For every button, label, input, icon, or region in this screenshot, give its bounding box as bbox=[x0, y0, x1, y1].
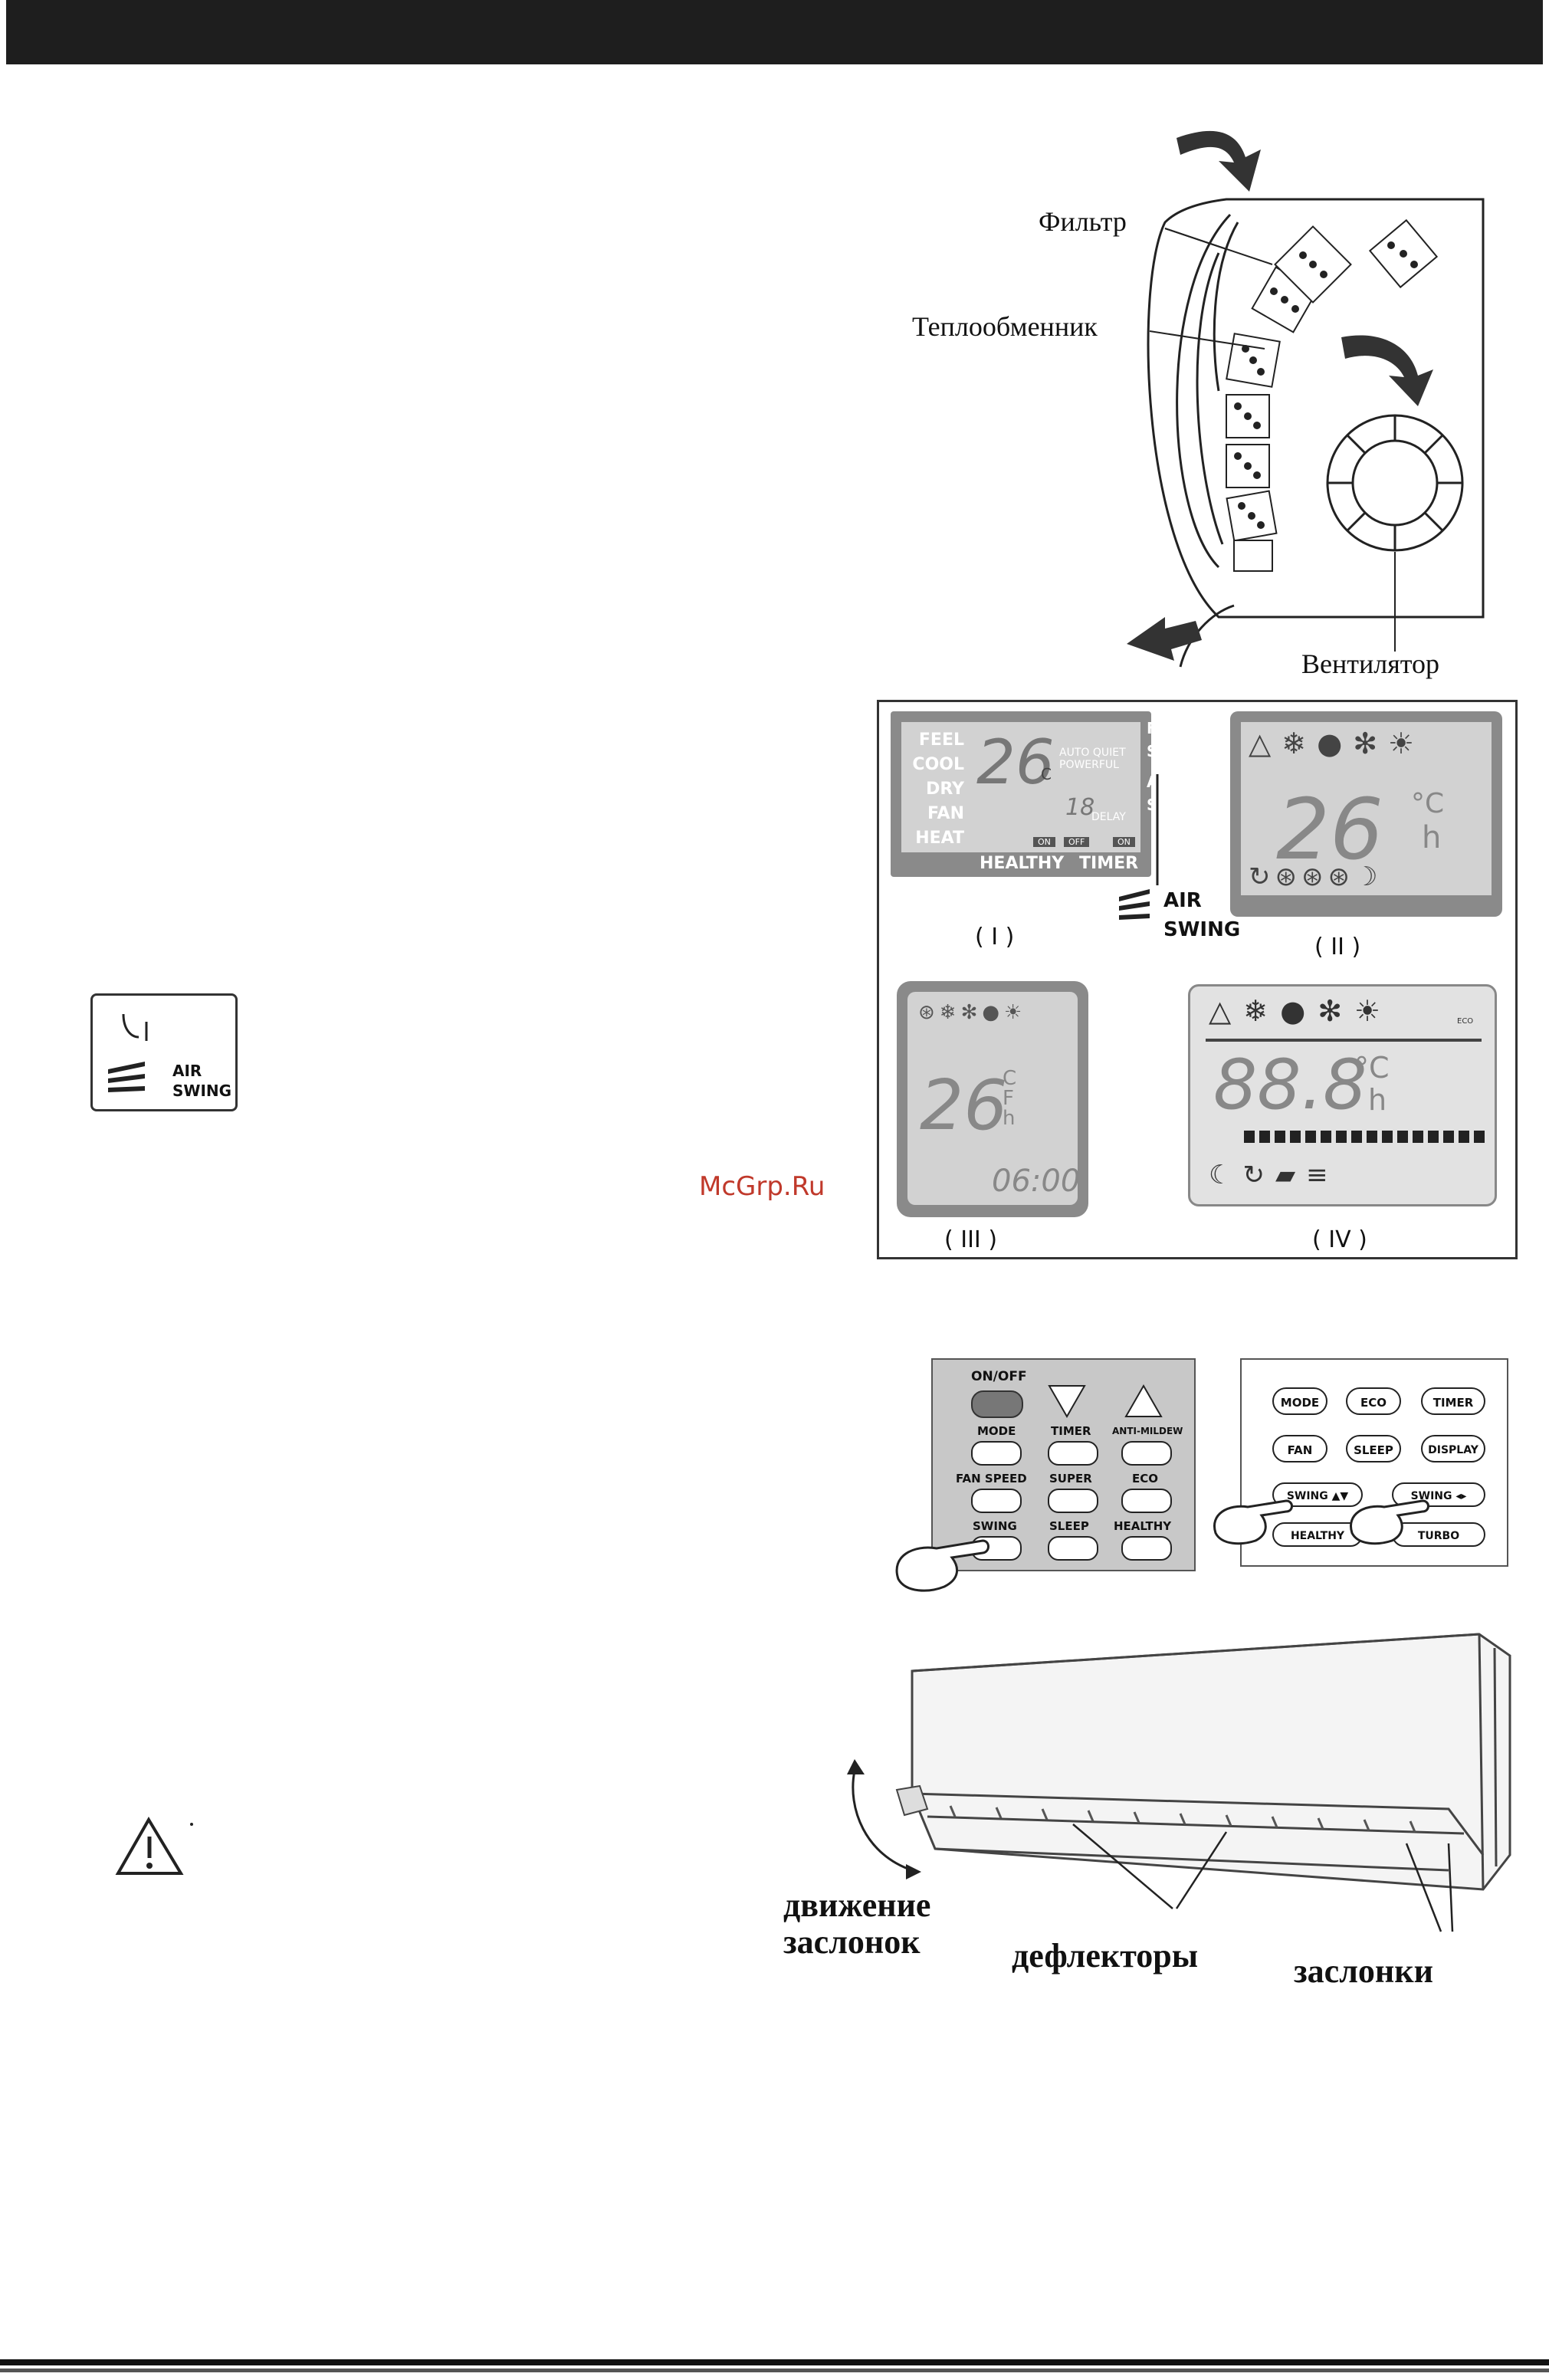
temp-d1: 26 bbox=[976, 727, 1055, 798]
r2-swing-horizontal[interactable]: SWING ◂▸ bbox=[1392, 1482, 1485, 1507]
r2-sleep[interactable]: SLEEP bbox=[1346, 1435, 1401, 1462]
legend-air: AIR bbox=[172, 1062, 202, 1080]
mode-dry: DRY bbox=[926, 780, 964, 799]
r2-mode[interactable]: MODE bbox=[1272, 1387, 1327, 1415]
remote-2: MODE ECO TIMER FAN SLEEP DISPLAY SWING ▲… bbox=[1240, 1358, 1508, 1567]
air-swing-icon bbox=[108, 1062, 145, 1092]
mode-cool: COOL bbox=[912, 755, 964, 774]
panel-label-4: ( IV ) bbox=[1312, 1226, 1367, 1253]
fan-speed-1: FAN bbox=[1147, 719, 1180, 737]
legend-swing: SWING bbox=[172, 1082, 232, 1100]
powerful: POWERFUL bbox=[1059, 759, 1119, 771]
btn-mode[interactable] bbox=[971, 1441, 1022, 1466]
eco-d4: ECO bbox=[1457, 1017, 1474, 1026]
arrow-buttons-icon[interactable] bbox=[1046, 1383, 1163, 1421]
btn-fanspeed[interactable] bbox=[971, 1489, 1022, 1513]
fan-speed-2: SPEED bbox=[1147, 742, 1203, 760]
air-swing-callout-2: SWING bbox=[1163, 918, 1241, 941]
warning-icon bbox=[115, 1817, 193, 1875]
deflectors-label: дефлекторы bbox=[1012, 1937, 1199, 1975]
celsius-d2: °C bbox=[1411, 788, 1445, 819]
header-bar bbox=[6, 0, 1543, 64]
btn-sleep-label: SLEEP bbox=[1049, 1519, 1089, 1533]
temp-d4: 88.8 bbox=[1213, 1045, 1367, 1125]
btn-eco[interactable] bbox=[1121, 1489, 1172, 1513]
off-badge: OFF bbox=[1064, 837, 1090, 847]
pointing-hand-icon-3 bbox=[1350, 1499, 1429, 1545]
btn-eco-label: ECO bbox=[1132, 1472, 1159, 1485]
louvers-label: заслонки bbox=[1294, 1952, 1433, 1990]
r2-timer[interactable]: TIMER bbox=[1421, 1387, 1485, 1415]
mode-feel: FEEL bbox=[918, 730, 964, 750]
btn-super-label: SUPER bbox=[1049, 1472, 1092, 1485]
watermark: McGrp.Ru bbox=[699, 1171, 825, 1202]
movement-label-2: заслонок bbox=[783, 1923, 921, 1961]
footer-line bbox=[0, 2359, 1549, 2365]
movement-label-1: движение bbox=[783, 1886, 931, 1924]
mode-fan: FAN bbox=[927, 804, 964, 823]
displays-frame bbox=[877, 700, 1518, 1259]
on-badge: ON bbox=[1033, 837, 1055, 847]
btn-super[interactable] bbox=[1048, 1489, 1098, 1513]
air-swing-1: AIR bbox=[1147, 773, 1177, 791]
h-d3: h bbox=[1003, 1107, 1016, 1130]
fan-label: Вентилятор bbox=[1301, 648, 1440, 679]
timer-value: 18 bbox=[1065, 794, 1095, 821]
btn-antimildew-label: ANTI-MILDEW bbox=[1112, 1426, 1183, 1436]
indoor-unit-drawing bbox=[847, 1633, 1511, 1932]
delay: DELAY bbox=[1091, 811, 1126, 823]
mode-heat: HEAT bbox=[915, 829, 964, 848]
r2-display[interactable]: DISPLAY bbox=[1421, 1435, 1485, 1462]
auto-quiet: AUTO QUIET bbox=[1059, 747, 1126, 759]
heat-exchanger-label: Теплообменник bbox=[912, 311, 1098, 342]
time-d3: 06:00 bbox=[992, 1164, 1081, 1199]
display-2: △❄●✻☀ 26 °C h ↻⊛⊛⊛☽ bbox=[1230, 711, 1502, 917]
btn-healthy-label: HEALTHY bbox=[1114, 1519, 1172, 1533]
pointing-hand-icon bbox=[895, 1539, 989, 1592]
panel-label-3: ( III ) bbox=[944, 1226, 998, 1253]
pointing-hand-icon-2 bbox=[1213, 1499, 1293, 1545]
btn-fanspeed-label: FAN SPEED bbox=[956, 1472, 1027, 1485]
btn-mode-label: MODE bbox=[977, 1424, 1016, 1438]
unit-d1: C bbox=[1041, 765, 1052, 783]
air-swing-legend: AIR SWING bbox=[90, 993, 238, 1111]
footer-line-2 bbox=[0, 2369, 1549, 2372]
btn-healthy[interactable] bbox=[1121, 1536, 1172, 1561]
r2-fan[interactable]: FAN bbox=[1272, 1435, 1327, 1462]
healthy-label: HEALTHY bbox=[980, 854, 1065, 873]
display-4: △❄●✻☀ ECO 88.8 °C h ☾↻▰≡ bbox=[1188, 984, 1497, 1206]
display-1: FEEL COOL DRY FAN HEAT 26 C AUTO QUIET P… bbox=[891, 711, 1206, 877]
c-d3: C bbox=[1003, 1067, 1017, 1090]
onoff-button[interactable] bbox=[971, 1390, 1023, 1418]
filter-label: Фильтр bbox=[1039, 206, 1127, 237]
temp-d2: 26 bbox=[1276, 780, 1383, 878]
on-badge-2: ON bbox=[1113, 837, 1135, 847]
temp-d3: 26 bbox=[920, 1065, 1008, 1146]
remote-1: ON/OFF MODE TIMER ANTI-MILDEW FAN SPEED … bbox=[931, 1358, 1196, 1571]
air-swing-callout-icon bbox=[1119, 774, 1159, 920]
btn-antimildew[interactable] bbox=[1121, 1441, 1172, 1466]
panel-label-2: ( II ) bbox=[1314, 934, 1361, 960]
r2-eco[interactable]: ECO bbox=[1346, 1387, 1401, 1415]
timer-label: TIMER bbox=[1079, 854, 1139, 873]
display-3: ⊛❄✻●☀ 26 C F h 06:00 bbox=[897, 981, 1088, 1217]
h-d4: h bbox=[1368, 1083, 1387, 1117]
onoff-label: ON/OFF bbox=[971, 1369, 1027, 1384]
swing-symbol-icon bbox=[122, 1013, 148, 1041]
air-swing-callout-1: AIR bbox=[1163, 889, 1202, 912]
h-d2: h bbox=[1422, 820, 1442, 855]
btn-sleep[interactable] bbox=[1048, 1536, 1098, 1561]
celsius-d4: °C bbox=[1354, 1051, 1390, 1085]
btn-timer-label: TIMER bbox=[1051, 1424, 1091, 1438]
panel-label-1: ( I ) bbox=[975, 924, 1015, 950]
r2-swing-vertical[interactable]: SWING ▲▼ bbox=[1272, 1482, 1363, 1507]
btn-swing-label: SWING bbox=[973, 1519, 1017, 1533]
btn-timer[interactable] bbox=[1048, 1441, 1098, 1466]
indoor-unit-cross-section bbox=[1127, 130, 1485, 668]
f-d3: F bbox=[1003, 1087, 1014, 1110]
